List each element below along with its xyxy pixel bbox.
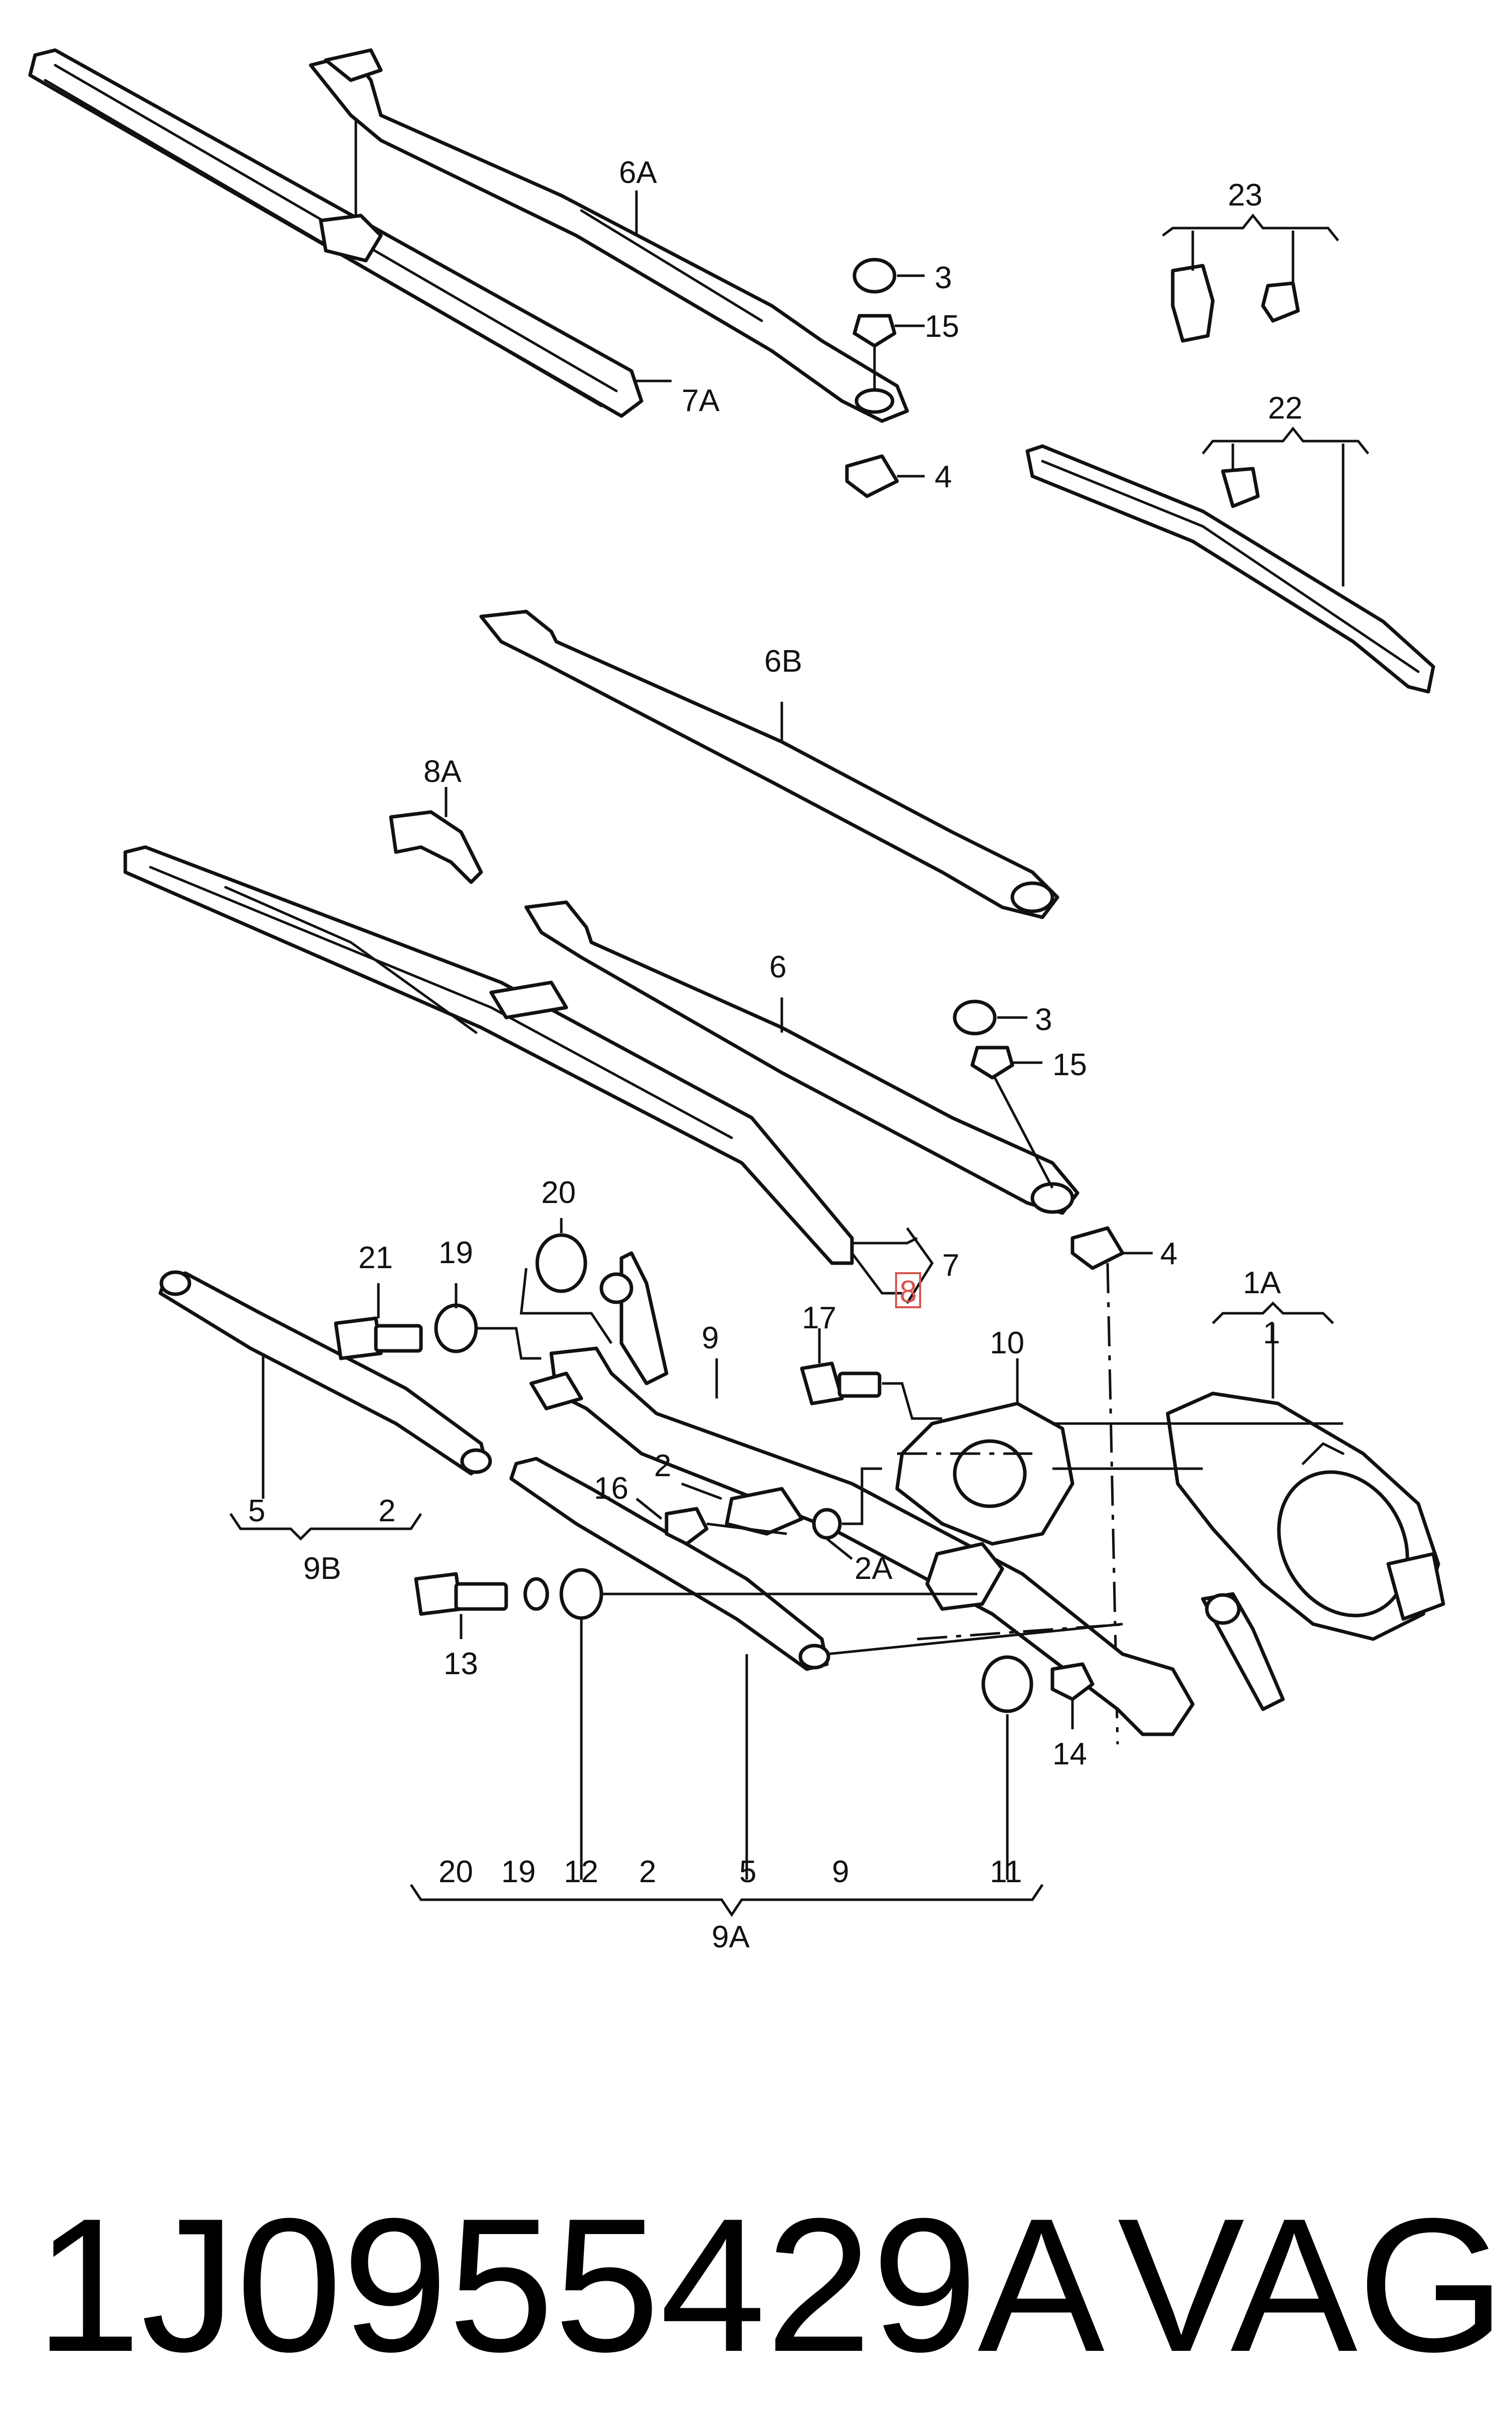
label-9A: 9A — [712, 1920, 750, 1954]
label-21: 21 — [358, 1241, 393, 1275]
label-5-9B: 5 — [248, 1494, 265, 1528]
label-3-lower: 3 — [1035, 1002, 1052, 1037]
label-19-9A: 19 — [501, 1855, 536, 1889]
label-2: 2 — [654, 1449, 671, 1483]
label-1A: 1A — [1243, 1266, 1281, 1300]
label-4-lower: 4 — [1160, 1237, 1177, 1271]
cover-strip-22 — [1025, 426, 1435, 694]
label-14: 14 — [1052, 1737, 1087, 1771]
callout-labels: 6A 7A 3 15 4 23 22 6B 8A 6 3 15 4 7 8 1A… — [248, 155, 1303, 1954]
clips-23 — [1162, 213, 1339, 343]
label-7A: 7A — [682, 383, 720, 418]
label-6B: 6B — [764, 644, 802, 679]
label-5-9A: 5 — [739, 1855, 756, 1889]
label-12: 12 — [564, 1855, 598, 1889]
label-8-highlight — [895, 1272, 921, 1308]
wiper-arm-6 — [524, 900, 1079, 1215]
label-17: 17 — [802, 1301, 836, 1335]
label-1: 1 — [1263, 1316, 1280, 1350]
wiper-motor-1 — [1166, 1301, 1445, 1641]
label-15-lower: 15 — [1052, 1048, 1087, 1082]
label-22: 22 — [1268, 391, 1303, 426]
label-4-upper: 4 — [935, 460, 952, 494]
label-20-9A: 20 — [439, 1855, 473, 1889]
label-20: 20 — [541, 1175, 576, 1210]
label-7: 7 — [942, 1248, 959, 1283]
label-13: 13 — [444, 1647, 478, 1681]
label-9-9A: 9 — [832, 1855, 849, 1889]
wiper-blade-7 — [123, 845, 934, 1304]
hardware-upper — [845, 258, 925, 498]
label-23: 23 — [1228, 178, 1262, 213]
label-2-9B: 2 — [378, 1494, 395, 1528]
part-number: 1J0955429A — [35, 2178, 1106, 2391]
clip-8A — [389, 787, 483, 884]
label-15-upper: 15 — [925, 309, 959, 344]
brand-name: VAG — [1118, 2178, 1505, 2391]
label-2-9A: 2 — [639, 1855, 656, 1889]
hardware-lower — [953, 999, 1153, 1745]
wiper-blade-7A — [28, 48, 643, 418]
push-rod-5 — [509, 1457, 1123, 1880]
wiper-arm-6B — [479, 610, 1059, 919]
label-3-upper: 3 — [935, 261, 952, 295]
label-11: 11 — [990, 1855, 1022, 1889]
label-16: 16 — [594, 1471, 628, 1506]
label-8A: 8A — [423, 754, 462, 789]
label-6A: 6A — [619, 155, 657, 190]
label-6: 6 — [769, 950, 786, 984]
label-19: 19 — [439, 1236, 473, 1270]
label-9B: 9B — [303, 1551, 341, 1586]
bracket-9A — [409, 1884, 1044, 1917]
label-9: 9 — [702, 1321, 719, 1355]
hardware-fasteners — [334, 1218, 1095, 1880]
label-10: 10 — [990, 1326, 1024, 1360]
label-8: 8 — [900, 1275, 917, 1309]
label-2A: 2A — [854, 1551, 893, 1586]
linkage-frame-9 — [529, 1251, 1343, 1736]
crank-lever-9B — [158, 1270, 492, 1541]
